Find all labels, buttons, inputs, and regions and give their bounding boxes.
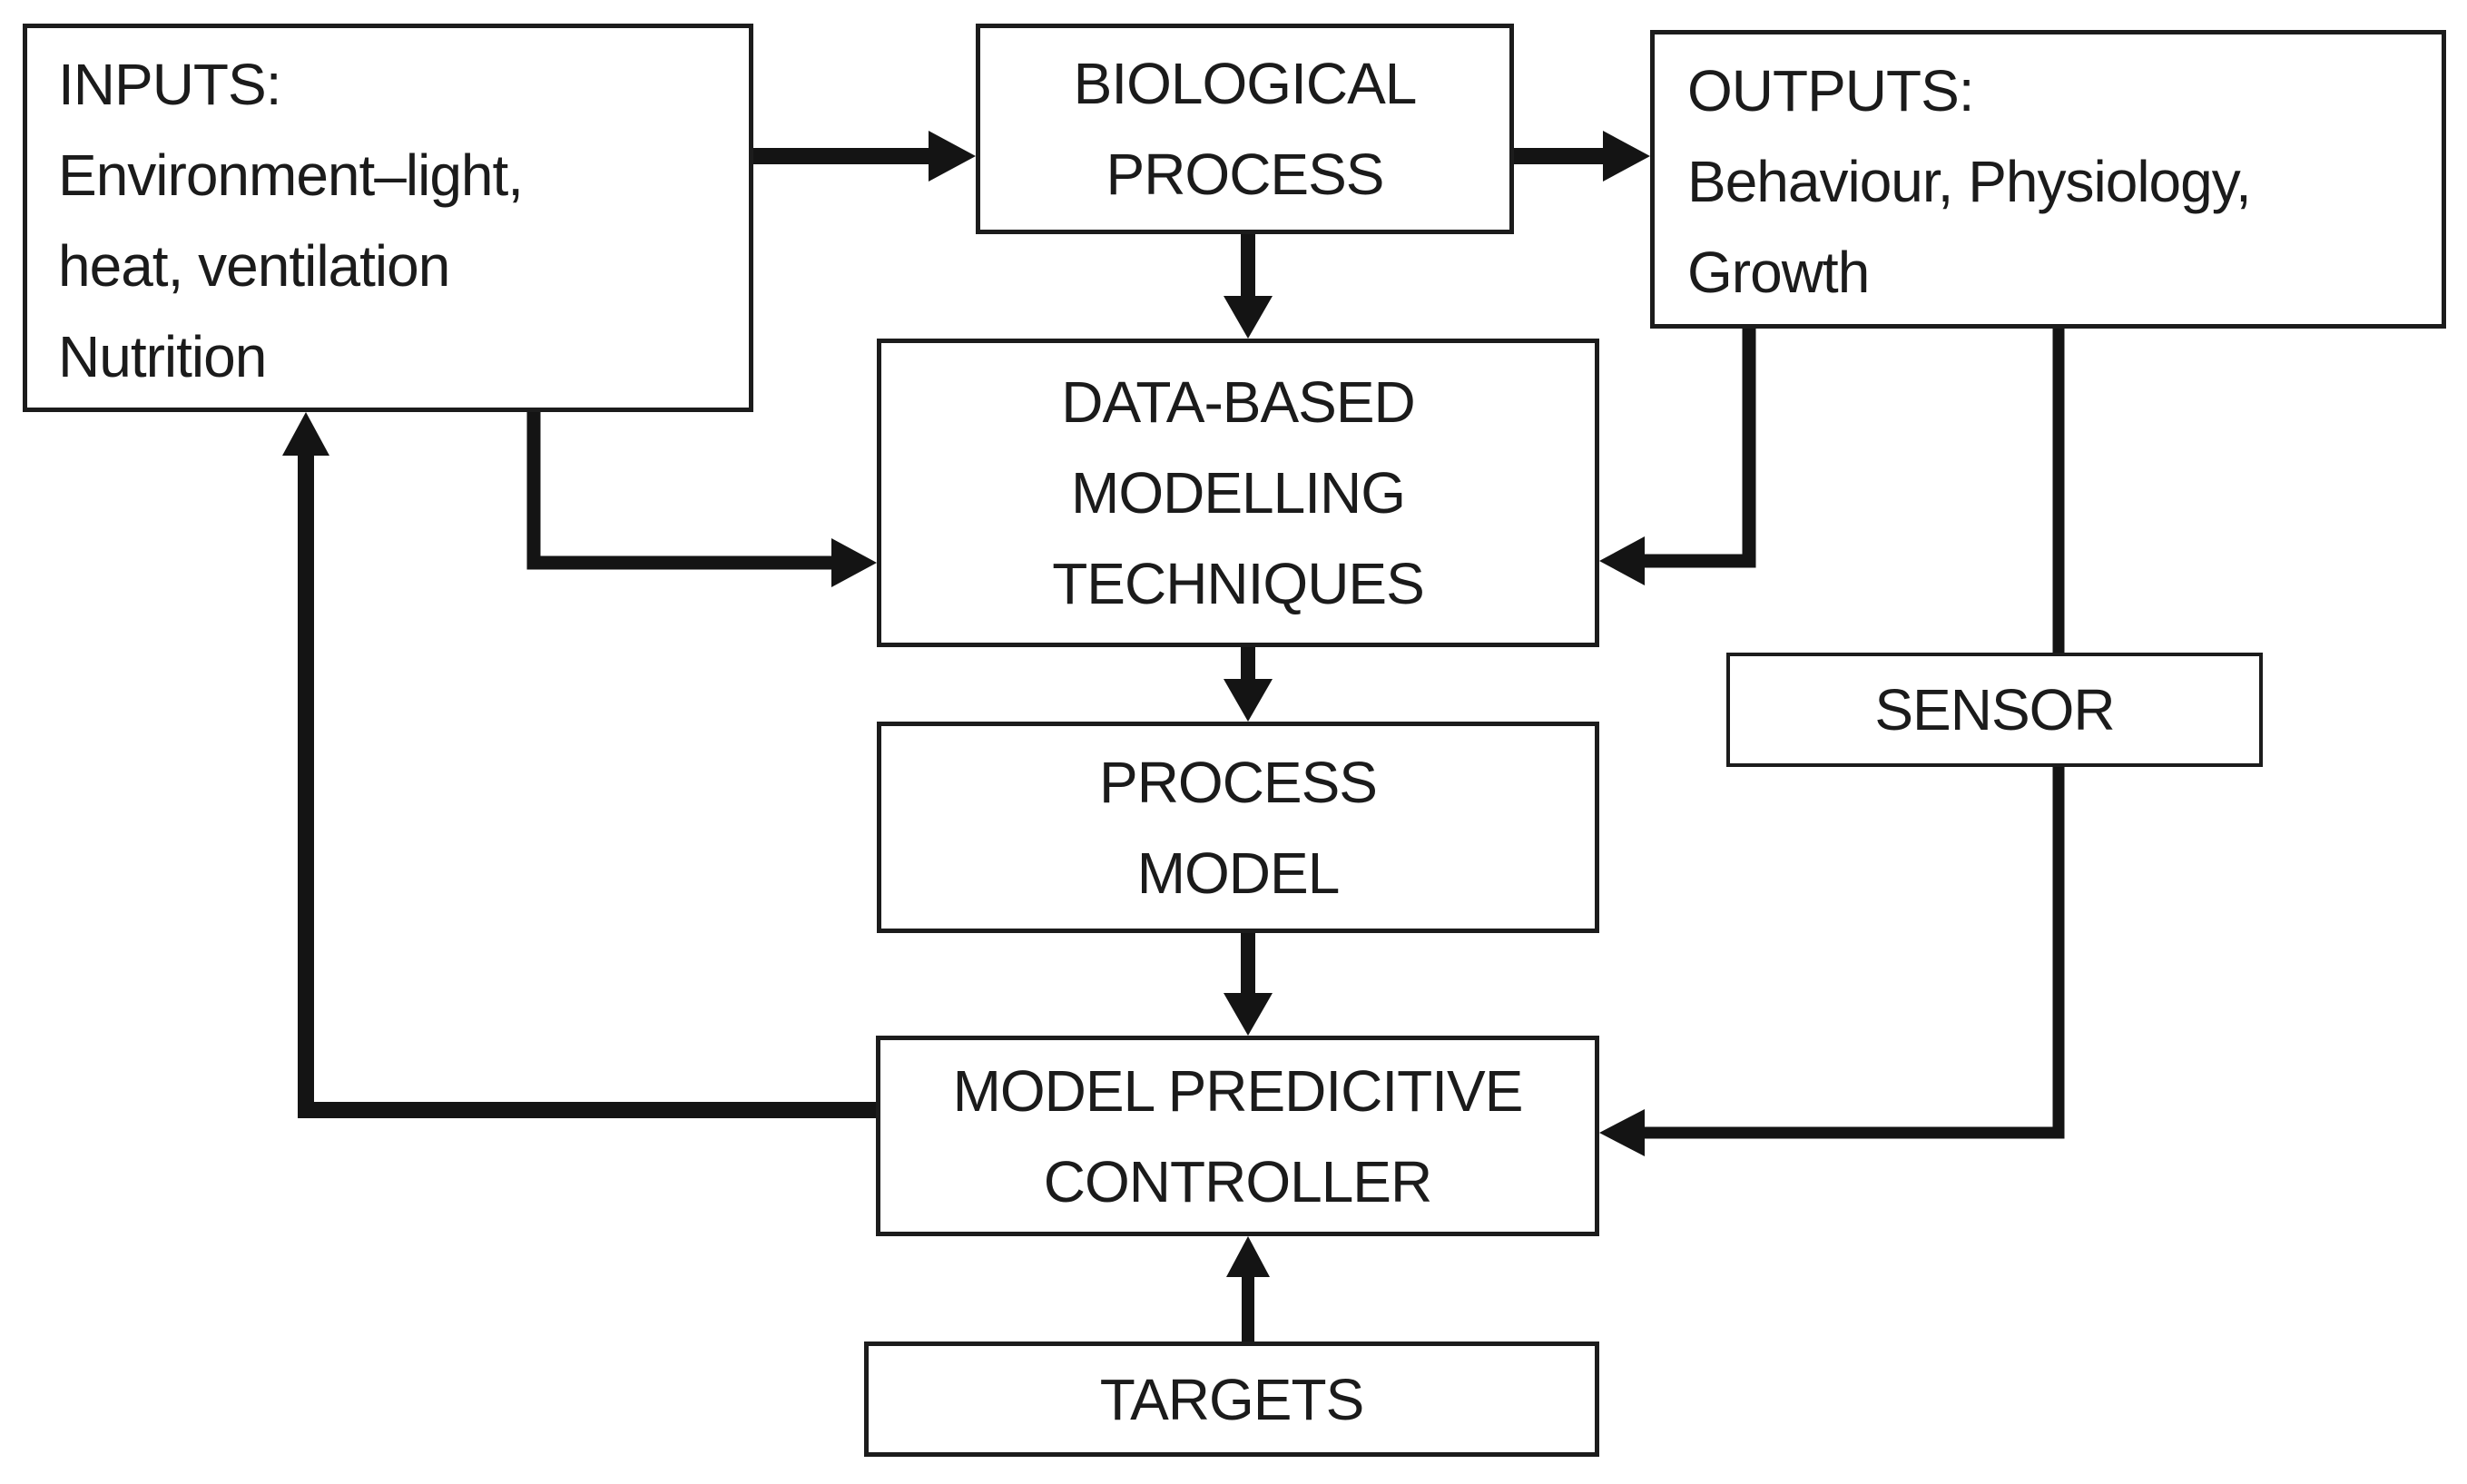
node-data-based-modelling-line: TECHNIQUES bbox=[1052, 551, 1425, 616]
arrow-biological-process-to-data-based-modelling bbox=[1224, 234, 1273, 339]
node-outputs: OUTPUTS: Behaviour, Physiology, Growth bbox=[1650, 30, 2446, 329]
arrow-process-model-to-model-predictive-controller bbox=[1224, 933, 1273, 1036]
node-inputs-line: Environment–light, bbox=[58, 143, 524, 208]
node-biological-process-line: PROCESS bbox=[1106, 142, 1385, 207]
node-inputs-line: INPUTS: bbox=[58, 52, 281, 117]
arrow-inputs-to-biological-process bbox=[753, 131, 976, 182]
node-model-predictive-controller-line: CONTROLLER bbox=[1043, 1148, 1432, 1214]
node-inputs-line: heat, ventilation bbox=[58, 233, 450, 299]
node-process-model-line: MODEL bbox=[1136, 840, 1341, 906]
node-biological-process-line: BIOLOGICAL bbox=[1073, 51, 1418, 116]
node-data-based-modelling: DATA-BASED MODELLING TECHNIQUES bbox=[877, 339, 1599, 647]
arrow-biological-process-to-outputs bbox=[1514, 131, 1650, 182]
node-model-predictive-controller: MODEL PREDICITIVE CONTROLLER bbox=[876, 1036, 1599, 1236]
node-data-based-modelling-line: MODELLING bbox=[1071, 460, 1406, 526]
node-targets: TARGETS bbox=[864, 1341, 1599, 1457]
node-inputs-line: Nutrition bbox=[58, 324, 267, 389]
node-targets-line: TARGETS bbox=[1099, 1366, 1364, 1432]
node-process-model: PROCESS MODEL bbox=[877, 722, 1599, 933]
arrow-inputs-to-data-based-modelling bbox=[526, 412, 877, 587]
node-inputs: INPUTS: Environment–light, heat, ventila… bbox=[23, 24, 753, 412]
node-data-based-modelling-line: DATA-BASED bbox=[1061, 369, 1415, 435]
arrow-targets-to-model-predictive-controller bbox=[1226, 1236, 1270, 1341]
arrow-data-based-modelling-to-process-model bbox=[1224, 647, 1273, 722]
arrow-model-predictive-controller-to-inputs bbox=[282, 412, 876, 1118]
node-outputs-line: OUTPUTS: bbox=[1687, 58, 1975, 123]
arrow-sensor-to-model-predictive-controller bbox=[1599, 767, 2065, 1156]
arrow-outputs-to-data-based-modelling bbox=[1599, 329, 1756, 585]
node-biological-process: BIOLOGICAL PROCESS bbox=[976, 24, 1514, 234]
node-model-predictive-controller-line: MODEL PREDICITIVE bbox=[952, 1057, 1524, 1124]
node-outputs-line: Growth bbox=[1687, 240, 1870, 305]
node-process-model-line: PROCESS bbox=[1099, 749, 1378, 815]
node-outputs-line: Behaviour, Physiology, bbox=[1687, 149, 2252, 214]
node-sensor-line: SENSOR bbox=[1874, 677, 2115, 742]
node-sensor: SENSOR bbox=[1726, 653, 2263, 767]
